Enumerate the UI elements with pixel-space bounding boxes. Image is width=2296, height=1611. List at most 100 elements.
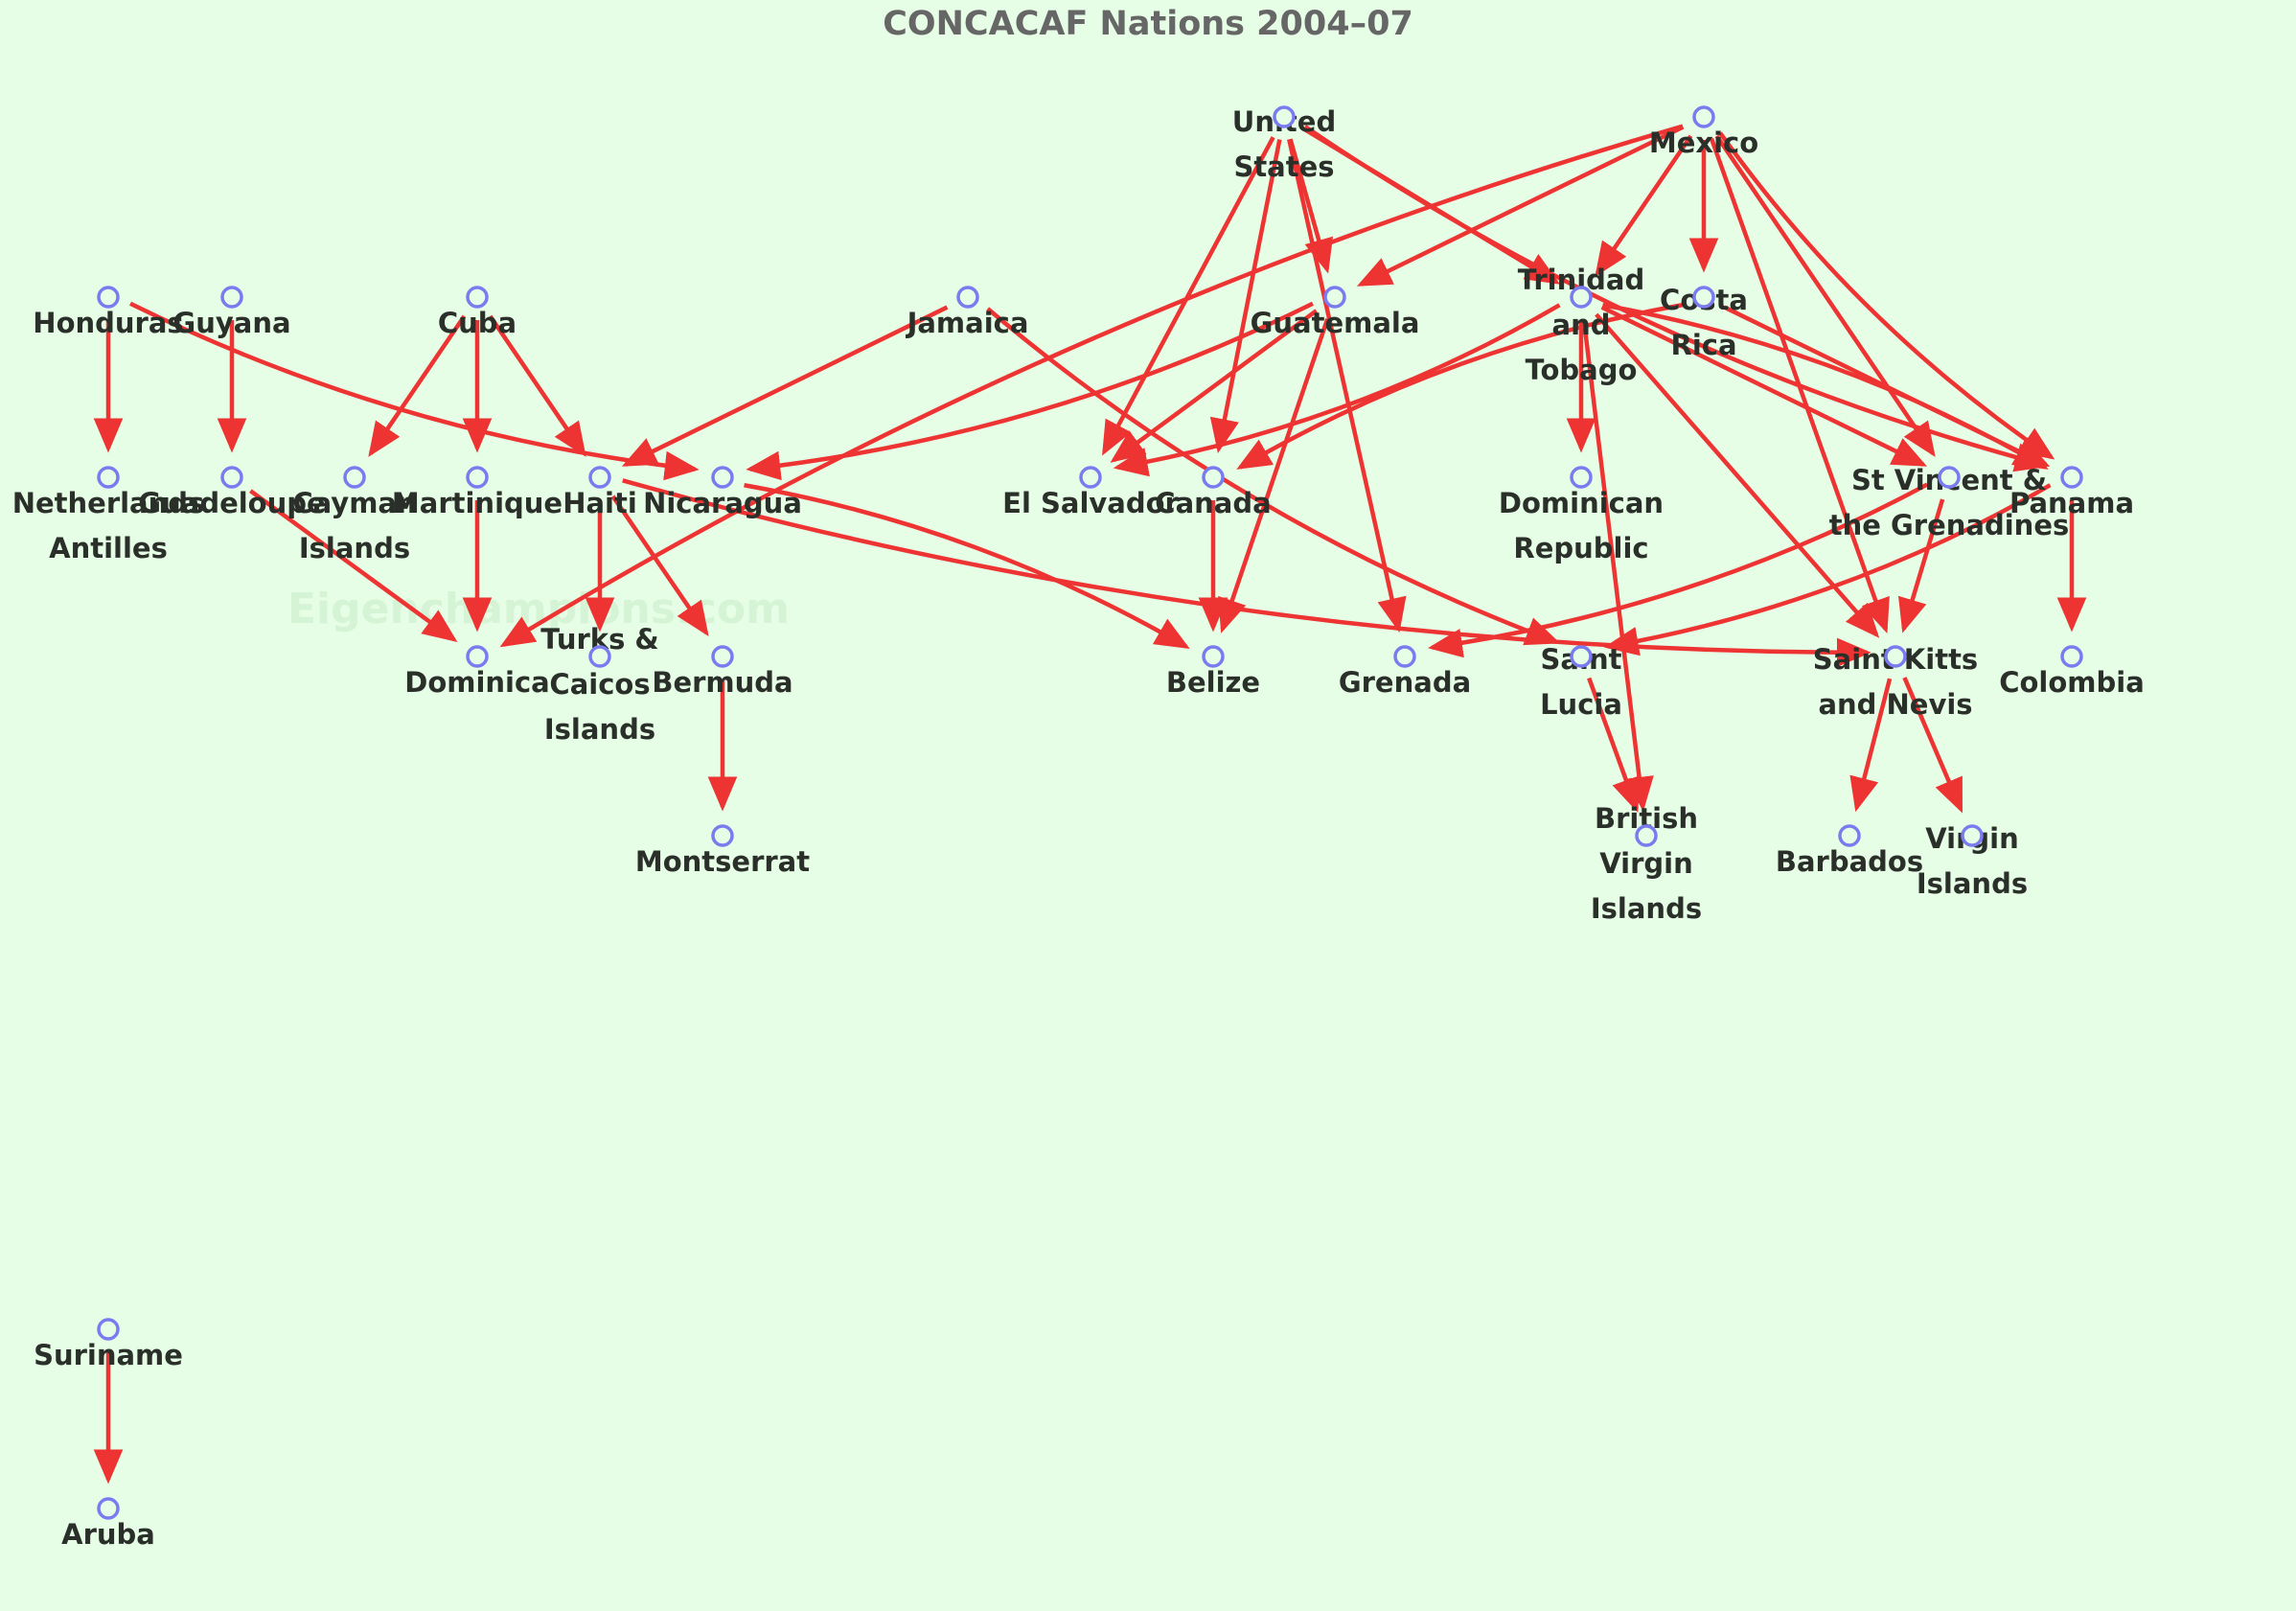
node-circle-honduras: [97, 286, 120, 309]
node-label-mexico-line-1: Mexico: [1649, 127, 1758, 159]
node-label-st-vincent-line-2: the Grenadines: [1829, 509, 2070, 541]
node-label-united-states-line-2: States: [1233, 150, 1334, 183]
node-circle-saint-lucia: [1570, 645, 1593, 668]
edge-saint-kitts-to-virgin-islands: [1902, 677, 1963, 814]
node-circle-dominica: [466, 645, 489, 668]
node-circle-trinidad-and-tobago: [1570, 286, 1593, 309]
node-bermuda: Bermuda: [652, 645, 793, 699]
edge-trinidad-and-tobago-to-st-vincent: [1600, 305, 1928, 467]
node-label-honduras-line-1: Honduras: [33, 307, 183, 339]
node-suriname: Suriname: [34, 1318, 183, 1371]
node-cuba: Cuba: [438, 286, 517, 339]
node-circle-bermuda: [711, 645, 734, 668]
node-label-trinidad-and-tobago-line-3: Tobago: [1526, 354, 1638, 386]
node-circle-belize: [1202, 645, 1225, 668]
node-circle-guatemala: [1323, 286, 1346, 309]
node-label-turks-caicos-line-2: Caicos: [549, 668, 650, 701]
edge-cuba-to-cayman-islands: [368, 314, 467, 457]
node-label-guadeloupe-line-1: Guadeloupe: [138, 487, 325, 519]
node-label-dominican-republic-line-2: Republic: [1513, 532, 1648, 564]
node-circle-suriname: [97, 1318, 120, 1341]
node-label-suriname-line-1: Suriname: [34, 1339, 183, 1371]
node-circle-el-salvador: [1079, 466, 1102, 489]
node-label-guyana-line-1: Guyana: [172, 307, 290, 339]
node-circle-colombia: [2060, 645, 2083, 668]
edge-st-vincent-to-grenada: [1428, 482, 1929, 658]
node-honduras: Honduras: [33, 286, 184, 339]
edge-jamaica-to-saint-lucia: [986, 307, 1561, 646]
node-circle-canada: [1202, 466, 1225, 489]
node-aruba: Aruba: [61, 1497, 155, 1551]
node-circle-montserrat: [711, 824, 734, 847]
node-label-costa-rica-line-2: Rica: [1670, 329, 1736, 361]
node-circle-jamaica: [956, 286, 979, 309]
node-label-nicaragua-line-1: Nicaragua: [643, 487, 802, 519]
edge-honduras-to-nicaragua: [129, 301, 700, 481]
node-nicaragua: Nicaragua: [643, 466, 802, 519]
edge-united-states-to-el-salvador: [1102, 136, 1275, 456]
node-belize: Belize: [1166, 645, 1260, 699]
node-dominica: Dominica: [404, 645, 550, 699]
node-martinique: Martinique: [392, 466, 563, 519]
edge-haiti-to-bermuda: [610, 495, 709, 636]
node-label-panama-line-1: Panama: [2009, 487, 2134, 519]
node-circle-cayman-islands: [343, 466, 366, 489]
node-label-british-virgin-islands-line-2: Virgin: [1599, 847, 1693, 880]
edge-mexico-to-dominica: [499, 124, 1684, 648]
node-circle-grenada: [1393, 645, 1416, 668]
node-circle-haiti: [588, 466, 611, 489]
node-label-trinidad-and-tobago-line-2: and: [1552, 309, 1611, 341]
edge-guatemala-to-nicaragua: [746, 301, 1314, 481]
diagram-title: CONCACAF Nations 2004–07: [883, 5, 1413, 43]
edge-nicaragua-to-belize: [744, 483, 1190, 649]
node-circle-mexico: [1692, 105, 1715, 128]
edge-st-vincent-to-saint-kitts: [1897, 498, 1945, 633]
edge-united-states-to-grenada: [1287, 138, 1407, 633]
node-label-haiti-line-1: Haiti: [563, 487, 637, 519]
node-circle-costa-rica: [1692, 286, 1715, 309]
edge-saint-kitts-to-barbados: [1849, 678, 1893, 813]
node-label-el-salvador-line-1: El Salvador: [1002, 487, 1179, 519]
node-label-cayman-islands-line-1: Cayman: [292, 487, 416, 519]
node-label-bermuda-line-1: Bermuda: [652, 666, 792, 699]
edge-guatemala-to-belize: [1218, 318, 1330, 633]
edge-costa-rica-to-panama: [1723, 305, 2051, 467]
node-circle-turks-caicos: [588, 645, 611, 668]
node-panama: Panama: [2009, 466, 2134, 519]
node-circle-united-states: [1273, 105, 1296, 128]
node-el-salvador: El Salvador: [1002, 466, 1180, 519]
node-label-aruba-line-1: Aruba: [61, 1518, 155, 1551]
node-mexico: Mexico: [1649, 105, 1758, 159]
node-costa-rica: CostaRica: [1660, 284, 1748, 361]
node-label-cayman-islands-line-2: Islands: [299, 532, 410, 564]
node-circle-virgin-islands: [1961, 824, 1984, 847]
node-st-vincent: St Vincent &the Grenadines: [1829, 464, 2070, 541]
edge-united-states-to-canada: [1209, 139, 1282, 453]
edge-cuba-to-haiti: [488, 314, 586, 457]
node-circle-guyana: [220, 286, 243, 309]
node-label-netherlands-antilles-line-1: Netherlands: [12, 487, 205, 519]
node-circle-barbados: [1838, 824, 1861, 847]
node-united-states: UnitedStates: [1232, 105, 1336, 183]
node-circle-british-virgin-islands: [1635, 824, 1658, 847]
edges-layer: [93, 124, 2087, 1484]
node-label-montserrat-line-1: Montserrat: [635, 845, 810, 878]
node-label-british-virgin-islands-line-3: Islands: [1591, 892, 1702, 925]
node-label-dominican-republic-line-1: Dominican: [1499, 487, 1664, 519]
edge-mexico-to-guatemala: [1356, 125, 1685, 287]
node-jamaica: Jamaica: [906, 286, 1029, 339]
node-label-jamaica-line-1: Jamaica: [906, 307, 1029, 339]
node-label-dominica-line-1: Dominica: [404, 666, 550, 699]
node-label-martinique-line-1: Martinique: [392, 487, 563, 519]
node-label-saint-kitts-line-2: and Nevis: [1818, 688, 1972, 721]
node-label-cuba-line-1: Cuba: [438, 307, 517, 339]
